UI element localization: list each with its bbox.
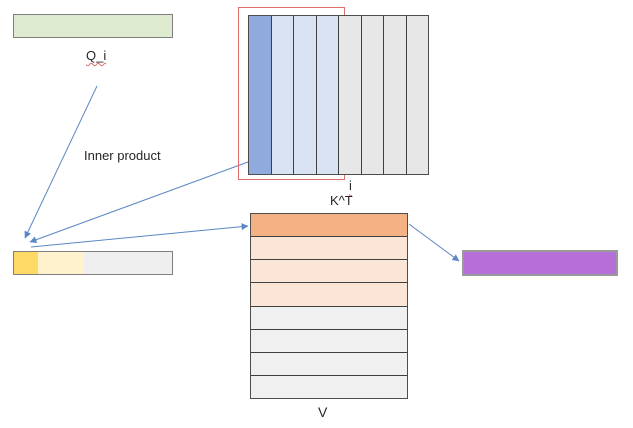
kt-label: K^T xyxy=(330,193,353,208)
matrix-cell xyxy=(293,16,316,174)
i-label: i xyxy=(349,178,352,193)
matrix-cell xyxy=(249,16,271,174)
matrix-cell xyxy=(251,305,407,329)
arrow-line xyxy=(30,223,249,248)
matrix-cell xyxy=(383,16,406,174)
matrix-cell xyxy=(251,374,407,398)
matrix-cell xyxy=(315,16,338,174)
matrix-cell xyxy=(270,16,293,174)
v-label: V xyxy=(318,404,328,420)
matrix-cell xyxy=(251,282,407,306)
v-matrix[interactable] xyxy=(250,213,408,399)
matrix-cell xyxy=(338,16,361,174)
arrow-line xyxy=(408,223,460,262)
matrix-cell xyxy=(360,16,383,174)
matrix-cell xyxy=(251,236,407,260)
inner-product-label: Inner product xyxy=(84,148,161,163)
matrix-cell xyxy=(251,351,407,375)
weight-segment xyxy=(84,252,172,274)
arrow-line xyxy=(29,157,260,244)
matrix-cell xyxy=(251,259,407,283)
output-vector[interactable] xyxy=(462,250,618,276)
attention-weights-vector[interactable] xyxy=(13,251,173,275)
weight-segment xyxy=(38,252,84,274)
kt-matrix[interactable] xyxy=(248,15,429,175)
weight-segment xyxy=(14,252,38,274)
matrix-cell xyxy=(251,328,407,352)
matrix-cell xyxy=(251,214,407,237)
q-vector[interactable] xyxy=(13,14,173,38)
q-label: Q_i xyxy=(86,48,107,63)
matrix-cell xyxy=(405,16,428,174)
